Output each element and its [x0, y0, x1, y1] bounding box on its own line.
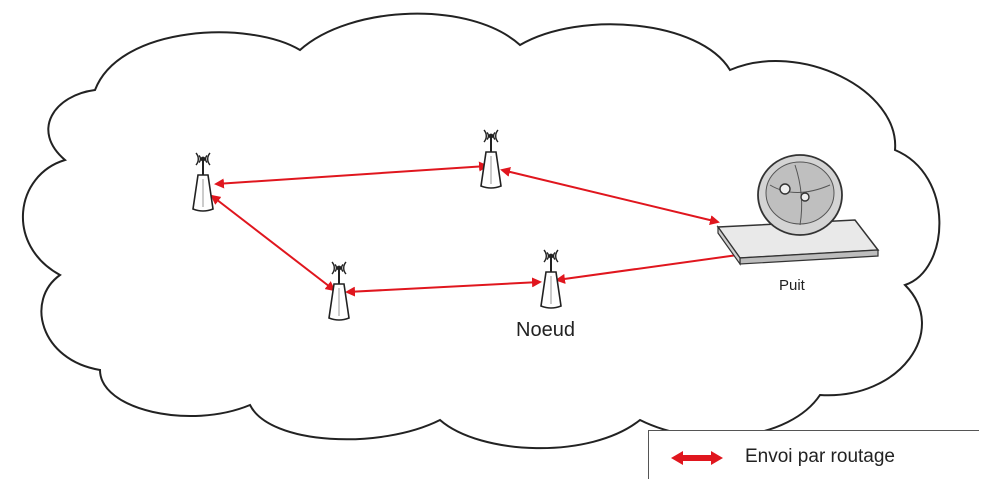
- legend: Envoi par routage: [648, 430, 979, 479]
- link-node2-sink: [500, 167, 720, 225]
- double-arrow-icon: [671, 451, 723, 465]
- network-cloud: [22, 12, 941, 450]
- routing-links: [210, 161, 754, 297]
- satellite-dish-icon: [716, 154, 880, 266]
- link-node1-node3: [210, 194, 336, 292]
- link-node1-node2: [214, 161, 489, 189]
- link-node4-sink: [555, 249, 754, 284]
- node-label: Noeud: [516, 319, 575, 341]
- link-node3-node4: [345, 277, 542, 297]
- sink-label: Puit: [779, 277, 806, 294]
- legend-label: Envoi par routage: [745, 446, 895, 467]
